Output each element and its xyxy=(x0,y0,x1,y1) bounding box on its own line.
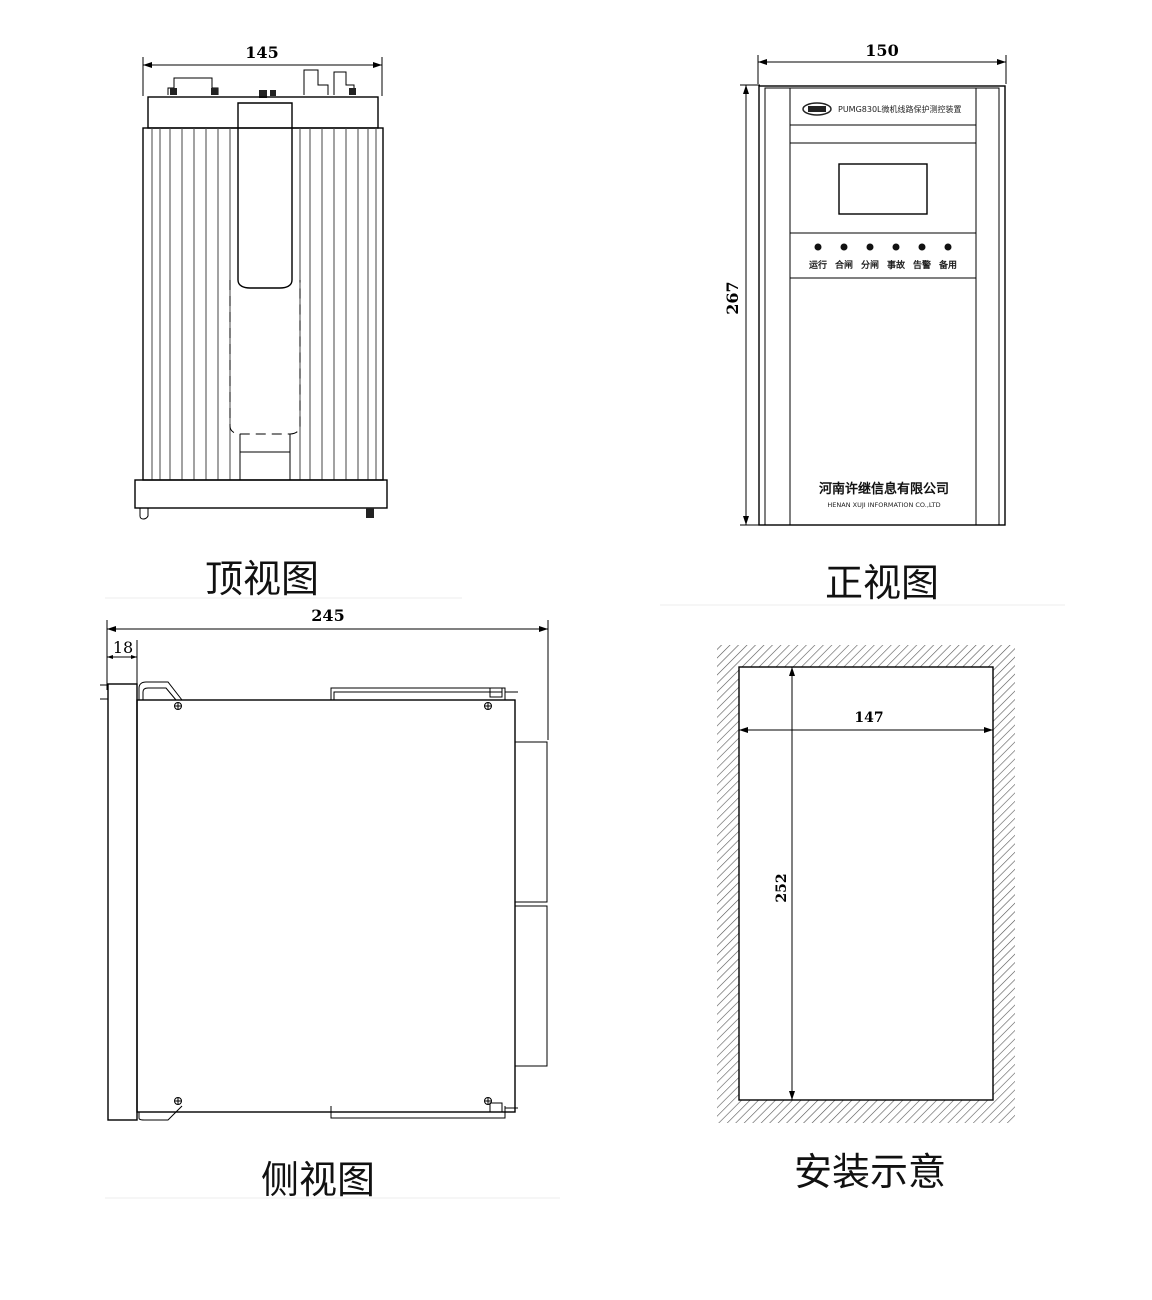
side-handle-top-left xyxy=(138,681,183,701)
top-screw-center2 xyxy=(270,90,276,96)
side-depth-label: 245 xyxy=(311,606,344,625)
side-rear-terminal-bottom xyxy=(514,905,548,1067)
arrow-right-icon xyxy=(131,655,137,659)
top-screw-center xyxy=(259,90,267,98)
front-width-label: 150 xyxy=(865,41,898,60)
company-name-en: HENAN XUJI INFORMATION CO.,LTD xyxy=(827,501,940,509)
top-center-base xyxy=(239,434,291,481)
arrow-left-icon xyxy=(107,626,116,632)
led-label: 事故 xyxy=(887,259,906,271)
top-view-caption: 顶视图 xyxy=(205,557,319,601)
lcd-screen xyxy=(838,163,928,215)
side-handle-top-right xyxy=(330,687,506,700)
arrow-left-icon xyxy=(107,655,113,659)
front-view: 150 267 PUMG830L微机线路保护测控装置 xyxy=(660,41,1065,606)
arrow-down-icon xyxy=(789,1091,795,1100)
led-label: 合闸 xyxy=(835,259,853,271)
arrow-down-icon xyxy=(743,516,749,525)
side-view: 245 18 侧视图 xyxy=(100,597,560,1202)
arrow-right-icon xyxy=(984,727,993,733)
side-rear-terminal-top xyxy=(514,741,548,903)
install-view: 147 252 安装示意 xyxy=(717,645,1015,1194)
led-label: 运行 xyxy=(809,259,827,271)
top-foot-right xyxy=(366,508,374,518)
top-bottom-bar xyxy=(134,479,388,509)
front-height-label: 267 xyxy=(723,281,742,314)
led-icon xyxy=(944,243,952,251)
side-screws xyxy=(174,702,492,1105)
side-handle-bottom-left xyxy=(138,1105,183,1121)
side-view-caption: 侧视图 xyxy=(261,1158,375,1202)
front-panel-inner xyxy=(764,87,1000,526)
arrow-up-icon xyxy=(789,667,795,676)
install-cutout xyxy=(738,666,994,1101)
top-body xyxy=(142,127,384,481)
top-width-label: 145 xyxy=(245,43,278,62)
arrow-right-icon xyxy=(373,62,382,68)
led-icon xyxy=(840,243,848,251)
side-handle-bottom-right xyxy=(330,1106,506,1119)
top-front-bar xyxy=(147,96,379,129)
arrow-up-icon xyxy=(743,85,749,94)
led-icon xyxy=(866,243,874,251)
arrow-right-icon xyxy=(997,59,1006,65)
side-latch-bottom xyxy=(489,1102,503,1113)
side-front-label: 18 xyxy=(113,638,133,657)
side-latch-top xyxy=(489,687,503,698)
side-handle-top-left-inner xyxy=(142,687,177,701)
side-body xyxy=(136,699,516,1113)
led-icon xyxy=(814,243,822,251)
led-icon xyxy=(892,243,900,251)
arrow-left-icon xyxy=(143,62,152,68)
top-screw-left xyxy=(170,88,177,95)
front-view-caption: 正视图 xyxy=(825,561,939,605)
led-label: 备用 xyxy=(938,259,957,271)
led-indicators: 运行 合闸 分闸 事故 告警 备用 xyxy=(809,243,957,271)
led-icon xyxy=(918,243,926,251)
company-logo-icon xyxy=(802,102,832,116)
top-view: 145 xyxy=(134,43,388,601)
top-center-column xyxy=(237,102,293,289)
front-panel xyxy=(758,85,1006,526)
top-connector-right xyxy=(303,69,355,95)
company-name-cn: 河南许继信息有限公司 xyxy=(819,481,949,497)
top-fins xyxy=(151,128,377,480)
install-width-label: 147 xyxy=(854,710,883,726)
top-foot-left xyxy=(139,508,149,520)
led-label: 告警 xyxy=(913,259,931,271)
top-screw-left2 xyxy=(211,88,218,95)
led-label: 分闸 xyxy=(861,259,879,271)
top-center-hidden xyxy=(229,280,301,435)
product-name: PUMG830L微机线路保护测控装置 xyxy=(838,104,962,114)
install-height-label: 252 xyxy=(774,873,790,902)
arrow-left-icon xyxy=(758,59,767,65)
arrow-right-icon xyxy=(539,626,548,632)
side-front-flange xyxy=(107,683,138,1121)
arrow-left-icon xyxy=(739,727,748,733)
top-screw-right xyxy=(349,88,356,95)
install-view-caption: 安装示意 xyxy=(794,1150,946,1194)
